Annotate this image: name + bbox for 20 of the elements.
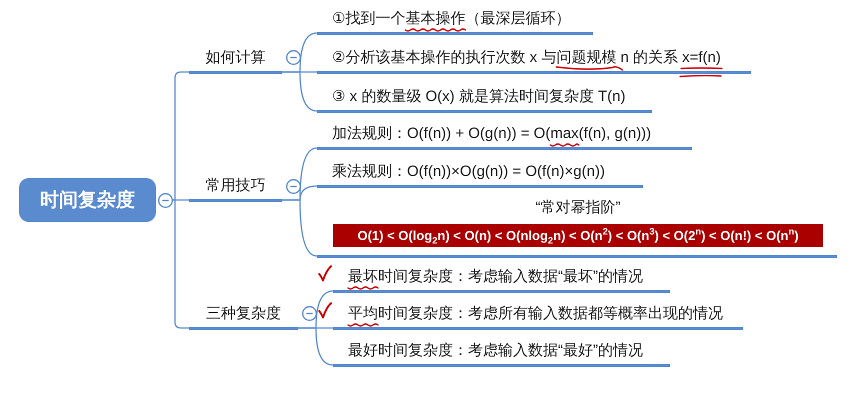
connector-line [172, 199, 189, 329]
topic-text: 常用技巧 [204, 176, 266, 194]
connector-line [298, 327, 334, 366]
highlight-box: O(1) < O(log$_{2}$n) < O(n) < O(nlog$_{2}$n) < O(n$^{2}$) < O(n$^{3}$) < O(2$^{n}$) < O(n!) < O(n$^{n}$) [333, 224, 823, 247]
topic-text: ②分析该基本操作的执行次数 x 与问题规模 n 的关系 x=f(n) [332, 48, 721, 66]
topic-text: 最好时间复杂度：考虑输入数据“最好”的情况 [348, 342, 643, 360]
topic-text: 最坏时间复杂度：考虑输入数据“最坏”的情况 [348, 268, 643, 286]
topic-text: ③ x 的数量级 O(x) 就是算法时间复杂度 T(n) [332, 88, 626, 106]
topic-text: 三种复杂度 [205, 304, 282, 322]
connector-line [282, 199, 318, 257]
topic-text: 如何计算 [204, 48, 266, 66]
topic-text: ①找到一个基本操作（最深层循环） [332, 10, 570, 28]
topic-text: 平均时间复杂度：考虑所有输入数据都等概率出现的情况 [348, 304, 723, 322]
topic-text: 加法规则：O(f(n)) + O(g(n)) = O(max(f(n), g(n))) [332, 124, 652, 142]
connector-line [172, 199, 189, 201]
central-topic: 时间复杂度 [19, 178, 156, 222]
topic-text: 乘法规则：O(f(n))×O(g(n)) = O(f(n)×g(n)) [332, 162, 605, 180]
connector-line [282, 71, 318, 112]
connector-line [172, 71, 189, 201]
topic-text: “常对幂指阶” [534, 198, 622, 216]
